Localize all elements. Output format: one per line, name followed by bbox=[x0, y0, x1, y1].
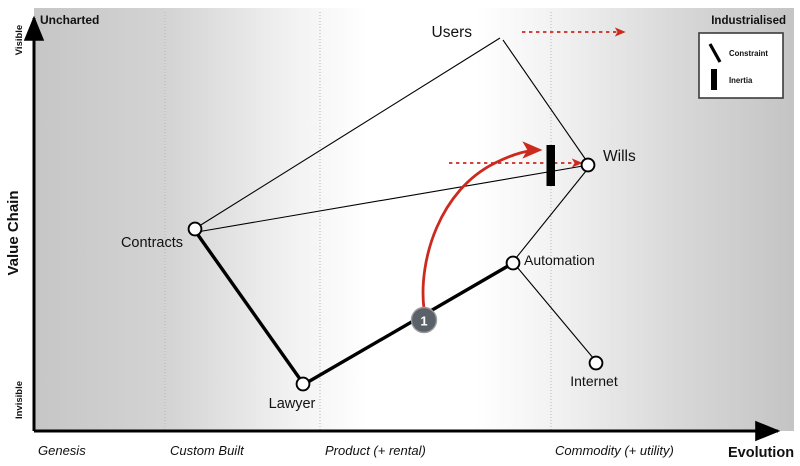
node-automation[interactable] bbox=[505, 255, 521, 271]
node-wills[interactable] bbox=[580, 157, 596, 173]
node-label-lawyer: Lawyer bbox=[269, 396, 316, 412]
legend: Constraint Inertia bbox=[698, 32, 784, 99]
stage-label-genesis: Genesis bbox=[38, 443, 86, 458]
value-chain-links-thick bbox=[196, 233, 510, 384]
legend-label-constraint: Constraint bbox=[729, 49, 768, 58]
movement-step-one-curved-arrow bbox=[421, 141, 543, 311]
inertia-icon bbox=[711, 69, 717, 90]
node-label-internet: Internet bbox=[570, 373, 618, 389]
value-chain-links-thin bbox=[195, 37, 595, 360]
link-contracts-wills bbox=[196, 165, 584, 233]
stage-label-product: Product (+ rental) bbox=[325, 443, 426, 458]
stage-label-commodity: Commodity (+ utility) bbox=[555, 443, 674, 458]
node-label-contracts: Contracts bbox=[121, 235, 183, 251]
node-step-one[interactable] bbox=[410, 306, 438, 334]
link-users-wills bbox=[502, 39, 587, 161]
node-label-users: Users bbox=[432, 24, 473, 41]
zone-label-uncharted: Uncharted bbox=[40, 13, 99, 27]
y-axis-bottom-label: Invisible bbox=[14, 381, 25, 419]
node-lawyer[interactable] bbox=[295, 376, 311, 392]
link-wills-automation bbox=[515, 170, 587, 259]
y-axis-title: Value Chain bbox=[5, 190, 22, 275]
inertia-bar bbox=[546, 145, 555, 186]
node-label-automation: Automation bbox=[524, 252, 595, 268]
legend-label-inertia: Inertia bbox=[729, 76, 753, 85]
link-contracts-lawyer bbox=[196, 233, 302, 381]
node-label-wills: Wills bbox=[603, 148, 636, 165]
node-internet[interactable] bbox=[588, 355, 604, 371]
link-users-contracts bbox=[195, 37, 501, 229]
link-automation-internet bbox=[516, 266, 595, 360]
zone-label-industrialised: Industrialised bbox=[711, 15, 786, 27]
plot-background bbox=[34, 8, 794, 431]
evolution-gridlines bbox=[164, 12, 552, 430]
x-axis-title: Evolution bbox=[728, 445, 794, 461]
y-axis-top-label: Visible bbox=[14, 25, 25, 55]
node-contracts[interactable] bbox=[187, 221, 203, 237]
constraint-icon bbox=[708, 43, 722, 63]
node-step-one-number: 1 bbox=[420, 314, 427, 329]
link-lawyer-automation bbox=[306, 264, 510, 384]
stage-label-custom-built: Custom Built bbox=[170, 443, 245, 458]
